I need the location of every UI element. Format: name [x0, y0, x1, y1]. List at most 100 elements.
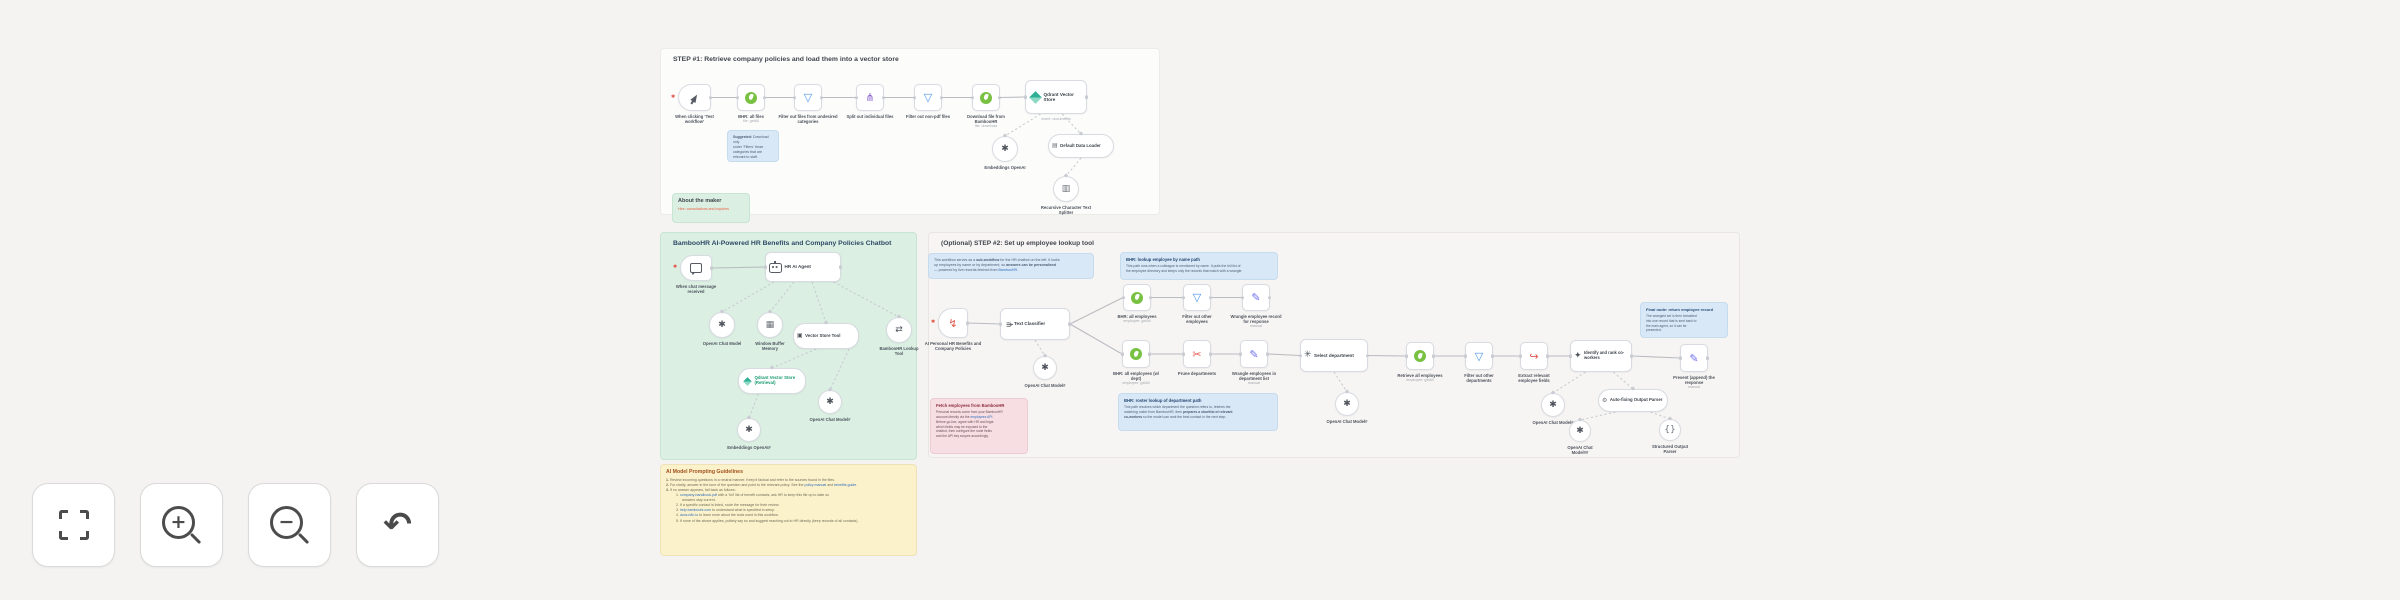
set-wrangle-node[interactable]: ✎	[1240, 340, 1268, 368]
select-department-node[interactable]: ✳Select department	[1300, 339, 1368, 372]
openai-chat-model-node[interactable]: ✱	[1033, 353, 1057, 380]
split-out-node[interactable]: ⋔	[856, 84, 884, 111]
reset-zoom-button[interactable]: ↶	[356, 483, 439, 567]
bamboohr-employees-node[interactable]	[1122, 340, 1150, 368]
filter-files-node[interactable]: ▽	[794, 84, 822, 111]
set-response-node[interactable]: ✎	[1680, 344, 1708, 372]
sticky-heading: AI Model Prompting Guidelines	[666, 469, 743, 475]
loader-icon: ▤	[1052, 142, 1058, 149]
identify-rank-node[interactable]: ✦Identify and rank co-workers	[1570, 340, 1632, 372]
openai-icon: ✱	[1001, 143, 1009, 154]
chat-trigger-node[interactable]	[680, 255, 712, 281]
recursive-text-splitter-node[interactable]: ▥	[1053, 173, 1079, 202]
bamboohr-employees-node[interactable]	[1123, 284, 1151, 311]
openai-icon: ✱	[718, 319, 726, 330]
cursor-click-icon	[689, 92, 700, 103]
openai-chat-model-node[interactable]: ✱	[818, 387, 842, 414]
bamboohr-download-node[interactable]	[972, 84, 1000, 111]
sticky-text: the employee directory and keeps only th…	[1126, 269, 1243, 274]
openai-chat-model-node[interactable]: ✱	[1335, 389, 1359, 416]
openai-chat-model-node[interactable]: ✱	[1569, 417, 1591, 442]
sticky-text: 1. company-handbook.pdf with a 'full' li…	[676, 492, 829, 497]
qdrant-retrieval-node[interactable]: Qdrant Vector Store (Retrieval)	[738, 365, 806, 394]
default-data-loader-node[interactable]: ▤Default Data Loader	[1048, 131, 1114, 158]
structured-output-parser-node[interactable]: {}	[1659, 416, 1681, 441]
hr-ai-agent-node[interactable]: HR AI Agent	[765, 252, 841, 282]
node-label: Filter out other departments	[1464, 372, 1494, 383]
openai-chat-model-node[interactable]: ✱	[1541, 390, 1565, 417]
sticky-text: answers stay current.	[682, 498, 716, 503]
node-label: Split out individual files	[846, 113, 894, 119]
filter-icon: ▽	[1192, 291, 1202, 304]
manual-trigger-node[interactable]	[678, 84, 711, 111]
pencil-icon: ✎	[1249, 347, 1259, 361]
filter-employees-node[interactable]: ▽	[1183, 284, 1211, 311]
node-label: OpenAI Chat Model##	[1567, 444, 1593, 455]
split-icon: ⋔	[865, 91, 875, 104]
node-label: Filter out other employees	[1182, 313, 1212, 324]
zoom-in-icon: +	[162, 505, 195, 539]
text-classifier-node[interactable]: ⋔Text Classifier	[1000, 308, 1070, 340]
node-title: Auto-fixing Output Parser	[1609, 397, 1663, 403]
sticky-heading: Final node: return employee record	[1646, 307, 1714, 312]
node-label: Prune departments	[1177, 370, 1217, 376]
sticky-text: co-workers so the model can rank the bes…	[1124, 415, 1227, 420]
filter-departments-node[interactable]: ▽	[1465, 342, 1493, 370]
tool-icon: ▣	[797, 332, 803, 339]
sticky-text: — powered by live records fetched from B…	[934, 268, 1019, 273]
sticky-heading: STEP #1: Retrieve company policies and l…	[673, 56, 899, 63]
node-label: BambooHR Lookup Tool	[879, 345, 919, 356]
zoom-to-fit-button[interactable]	[32, 483, 115, 567]
openai-chat-model-node[interactable]: ✱	[709, 309, 735, 338]
sticky-text: Before go-live, agree with HR and legal	[936, 419, 994, 424]
node-label: Recursive Character Text Splitter	[1040, 204, 1092, 215]
bamboohr-get-files-node[interactable]	[737, 84, 765, 111]
prune-departments-node[interactable]: ✂	[1183, 340, 1211, 368]
autofixing-output-parser-node[interactable]: ⚙Auto-fixing Output Parser	[1598, 386, 1668, 412]
sticky-text: the main agent, so it can be	[1646, 323, 1687, 328]
node-label: BHR: all employees (w/ dept)employee: ge…	[1112, 370, 1160, 386]
filter-pdf-node[interactable]: ▽	[914, 84, 942, 111]
sticky-text: under 'Filters' those	[733, 145, 764, 150]
sticky-text: Suggested: Download only	[733, 135, 769, 145]
extract-fields-node[interactable]: ↪	[1520, 342, 1548, 370]
sticky-step2-intro[interactable]: This workflow serves as a sub-workflow f…	[928, 253, 1094, 279]
sticky-text: This path runs when a colleague is menti…	[1126, 264, 1241, 269]
sticky-text: 2. If a specific contact is listed, rout…	[676, 503, 780, 508]
embeddings-openai-node[interactable]: ✱	[992, 133, 1018, 162]
node-label: Embeddings OpenAI#	[727, 444, 771, 450]
active-marker: ✱	[671, 93, 676, 100]
set-wrangle-node[interactable]: ✎	[1242, 284, 1270, 311]
window-buffer-memory-node[interactable]: ▦	[757, 309, 783, 338]
sticky-chatbot[interactable]: BambooHR AI-Powered HR Benefits and Comp…	[660, 232, 917, 460]
pencil-icon: ✎	[1251, 291, 1261, 304]
zoom-out-button[interactable]: −	[248, 483, 331, 567]
vector-store-tool-node[interactable]: ▣Vector Store Tool	[793, 320, 859, 349]
openai-icon: ✱	[1549, 399, 1557, 410]
node-title: Default Data Loader	[1060, 142, 1101, 148]
node-label: Embeddings OpenAI	[984, 164, 1026, 170]
bamboohr-icon	[1131, 291, 1143, 304]
zoom-in-button[interactable]: +	[140, 483, 223, 567]
sticky-text: matching roster from BambooHR, then prep…	[1124, 410, 1233, 415]
embeddings-openai-node[interactable]: ✱	[737, 415, 761, 442]
openai-icon: ✱	[826, 396, 834, 407]
qdrant-vector-store-node[interactable]: Qdrant Vector Store	[1025, 80, 1087, 114]
execute-workflow-trigger-node[interactable]: ↯	[938, 308, 968, 338]
bamboohr-lookup-tool-node[interactable]: ⇄	[886, 314, 912, 343]
filter-icon: ▽	[923, 91, 933, 104]
memory-icon: ▦	[765, 319, 775, 330]
sticky-text: account directly via the employees API.	[936, 415, 994, 420]
bamboohr-employees-node[interactable]	[1406, 342, 1434, 370]
